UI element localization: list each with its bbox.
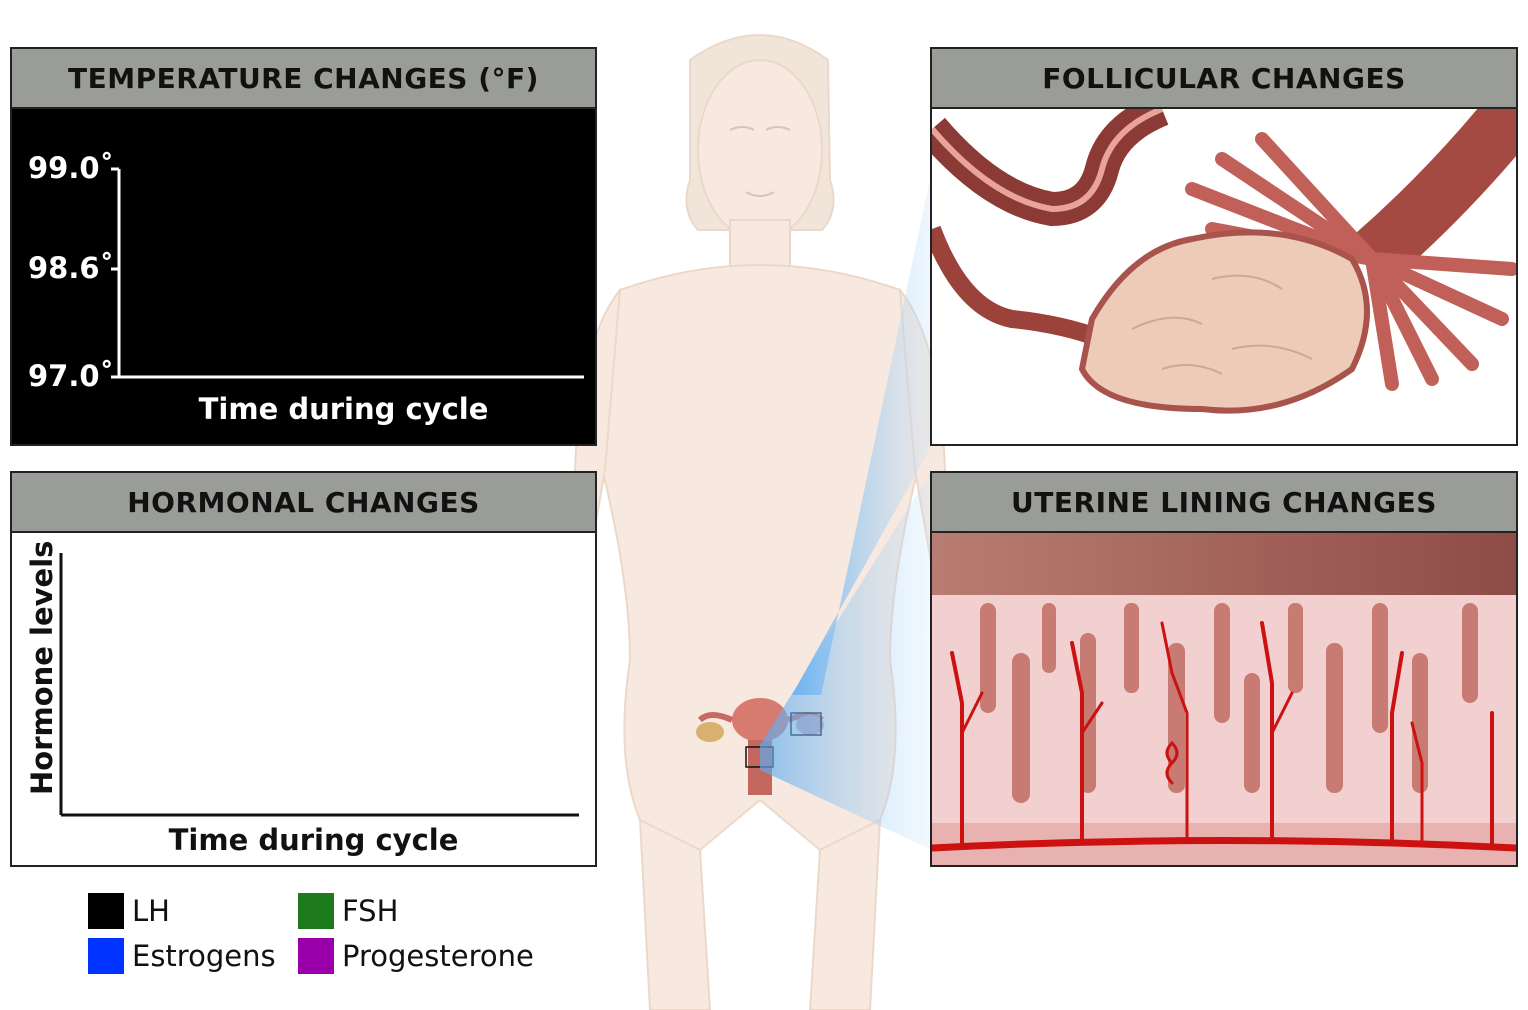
legend-item-estrogens: Estrogens xyxy=(88,938,276,974)
zoom-beams xyxy=(760,170,932,850)
uterine-lining-illustration xyxy=(932,533,1516,865)
follicular-panel: FOLLICULAR CHANGES xyxy=(930,47,1518,446)
follicular-title: FOLLICULAR CHANGES xyxy=(932,49,1516,109)
legend-label-progesterone: Progesterone xyxy=(342,939,534,973)
temperature-title: TEMPERATURE CHANGES (°F) xyxy=(12,49,595,109)
legend-item-progesterone: Progesterone xyxy=(298,938,534,974)
temperature-panel: TEMPERATURE CHANGES (°F) 99.0˚ 98.6˚ 97.… xyxy=(10,47,597,446)
temperature-x-label: Time during cycle xyxy=(198,392,489,426)
legend-label-estrogens: Estrogens xyxy=(132,939,276,973)
tick-label-97-0: 97.0˚ xyxy=(28,359,115,393)
legend-swatch-fsh xyxy=(298,893,334,929)
hormonal-y-label: Hormone levels xyxy=(25,540,59,795)
legend-label-fsh: FSH xyxy=(342,894,399,928)
hormonal-x-label: Time during cycle xyxy=(168,823,459,857)
legend-item-fsh: FSH xyxy=(298,893,398,929)
temperature-axes xyxy=(111,167,584,379)
ovary-illustration xyxy=(932,109,1516,414)
legend-item-lh: LH xyxy=(88,893,170,929)
tick-label-98-6: 98.6˚ xyxy=(28,251,115,285)
legend-swatch-lh xyxy=(88,893,124,929)
uterine-title: UTERINE LINING CHANGES xyxy=(932,473,1516,533)
hormonal-axes xyxy=(59,553,579,817)
hormonal-panel: HORMONAL CHANGES Hormone levels Time dur… xyxy=(10,471,597,867)
legend-swatch-progesterone xyxy=(298,938,334,974)
legend-swatch-estrogens xyxy=(88,938,124,974)
uterine-panel: UTERINE LINING CHANGES xyxy=(930,471,1518,867)
tick-label-99-0: 99.0˚ xyxy=(28,151,115,185)
temperature-chart: 99.0˚ 98.6˚ 97.0˚ Time during cycle xyxy=(12,109,595,444)
hormonal-title: HORMONAL CHANGES xyxy=(12,473,595,533)
hormonal-chart: Hormone levels Time during cycle xyxy=(12,533,595,865)
legend-label-lh: LH xyxy=(132,894,170,928)
